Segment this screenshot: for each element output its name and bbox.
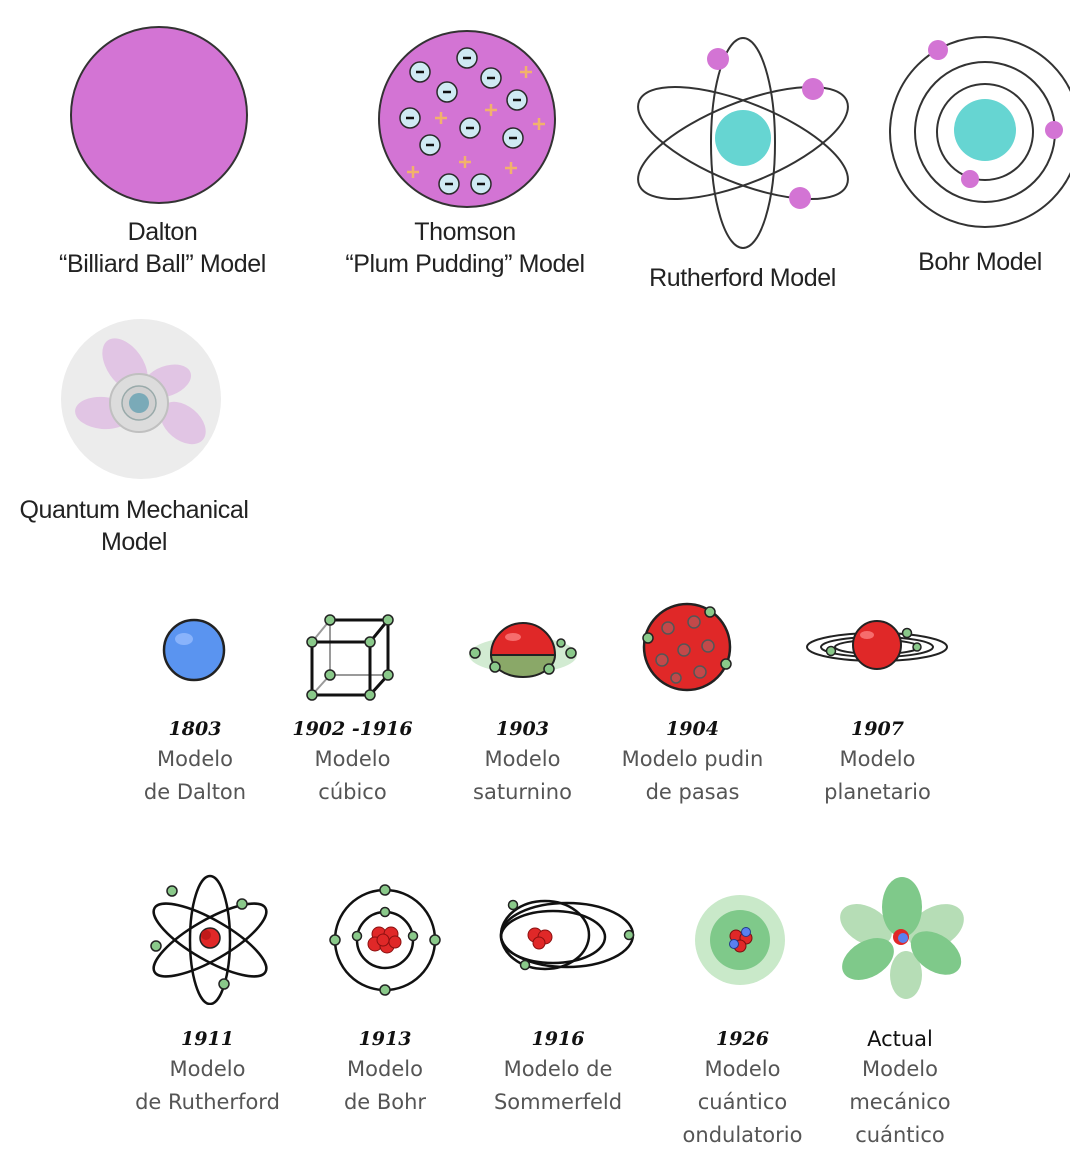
year-label: 1902 -1916 <box>292 718 413 740</box>
caption-line: Quantum Mechanical <box>19 496 249 524</box>
quantum-mechanical-card <box>55 315 230 485</box>
model-name-line: planetario <box>824 780 931 804</box>
dalton-card <box>55 15 265 215</box>
plum-pudding-model-icon <box>642 602 732 692</box>
caption-line: “Billiard Ball” Model <box>59 250 266 278</box>
timeline-item-1926: 1926 Modelo cuántico ondulatorio <box>665 1025 820 1152</box>
model-name-line: cuántico <box>697 1090 788 1114</box>
year-label: 1803 <box>168 718 222 740</box>
model-name-line: Modelo <box>484 747 561 771</box>
bohr-caption: Bohr Model <box>890 246 1070 278</box>
dalton-caption: Dalton “Billiard Ball” Model <box>40 216 285 280</box>
quantum-mechanical-caption: Quantum Mechanical Model <box>0 494 268 558</box>
year-label: 1916 <box>531 1028 585 1050</box>
saturnian-model-icon <box>469 622 577 678</box>
model-name-line: Modelo <box>169 1057 246 1081</box>
model-name-line: Modelo <box>839 747 916 771</box>
quantum-wave-atom-icon <box>695 895 785 985</box>
timeline-item-1902-1916: 1902 -1916 Modelo cúbico <box>280 715 425 809</box>
model-name-line: Modelo <box>347 1057 423 1081</box>
caption-line: Thomson <box>414 218 516 246</box>
bohr-card <box>880 30 1070 230</box>
rutherford-atom-icon <box>150 874 268 1005</box>
timeline-item-1913: 1913 Modelo de Bohr <box>315 1025 455 1119</box>
timeline-item-1907: 1907 Modelo planetario <box>800 715 955 809</box>
thomson-plum-pudding-illustration <box>378 30 556 208</box>
year-label: Actual <box>867 1027 933 1051</box>
dalton-sphere-icon <box>162 618 226 682</box>
model-name-line: Modelo de <box>503 1057 613 1081</box>
year-label: 1913 <box>358 1028 412 1050</box>
model-name-line: de Dalton <box>143 780 247 804</box>
year-label: 1903 <box>496 718 549 740</box>
bohr-illustration <box>889 36 1070 228</box>
model-name-line: de pasas <box>645 780 740 804</box>
model-name-line: saturnino <box>473 780 572 804</box>
model-name-line: Modelo pudin <box>621 747 764 771</box>
model-name-line: de Bohr <box>343 1090 427 1114</box>
model-name-line: de Rutherford <box>135 1090 280 1114</box>
model-name-line: cúbico <box>318 780 387 804</box>
model-name-line: Modelo <box>862 1057 938 1081</box>
rutherford-caption: Rutherford Model <box>615 262 870 294</box>
year-label: 1904 <box>666 718 719 740</box>
year-label: 1911 <box>181 1028 234 1050</box>
sommerfeld-atom-icon <box>499 899 635 971</box>
planetary-model-icon <box>806 620 948 670</box>
model-name-line: cuántico <box>855 1123 945 1147</box>
timeline-item-actual: Actual Modelo mecánico cuántico <box>820 1025 980 1152</box>
caption-line: “Plum Pudding” Model <box>345 250 585 278</box>
timeline-item-1916: 1916 Modelo de Sommerfeld <box>478 1025 638 1119</box>
current-quantum-mechanical-icon <box>840 877 964 999</box>
timeline-item-1911: 1911 Modelo de Rutherford <box>115 1025 300 1119</box>
thomson-caption: Thomson “Plum Pudding” Model <box>325 216 605 280</box>
rutherford-card <box>628 35 853 260</box>
bohr-atom-icon <box>329 884 441 996</box>
spanish-models-panel: 1803 Modelo de Dalton 1902 -1916 Modelo … <box>0 590 1070 1147</box>
model-name-line: mecánico <box>849 1090 951 1114</box>
english-models-panel: Dalton “Billiard Ball” Model <box>0 0 1070 570</box>
caption-line: Model <box>100 528 168 556</box>
timeline-item-1904: 1904 Modelo pudin de pasas <box>605 715 780 809</box>
cubic-model-icon <box>306 614 394 701</box>
timeline-item-1803: 1803 Modelo de Dalton <box>120 715 270 809</box>
caption-line: Rutherford Model <box>649 264 836 292</box>
timeline-item-1903: 1903 Modelo saturnino <box>450 715 595 809</box>
quantum-mechanical-illustration <box>61 319 221 479</box>
model-name-line: Modelo <box>314 747 391 771</box>
model-name-line: ondulatorio <box>682 1123 803 1147</box>
year-label: 1907 <box>851 718 904 740</box>
caption-line: Bohr Model <box>918 248 1042 276</box>
model-name-line: Modelo <box>704 1057 781 1081</box>
model-name-line: Sommerfeld <box>493 1090 623 1114</box>
dalton-billiard-ball-illustration <box>70 26 248 204</box>
caption-line: Dalton <box>127 218 198 246</box>
model-name-line: Modelo <box>157 747 233 771</box>
year-label: 1926 <box>716 1028 769 1050</box>
thomson-card <box>365 20 565 215</box>
rutherford-illustration <box>637 37 849 249</box>
